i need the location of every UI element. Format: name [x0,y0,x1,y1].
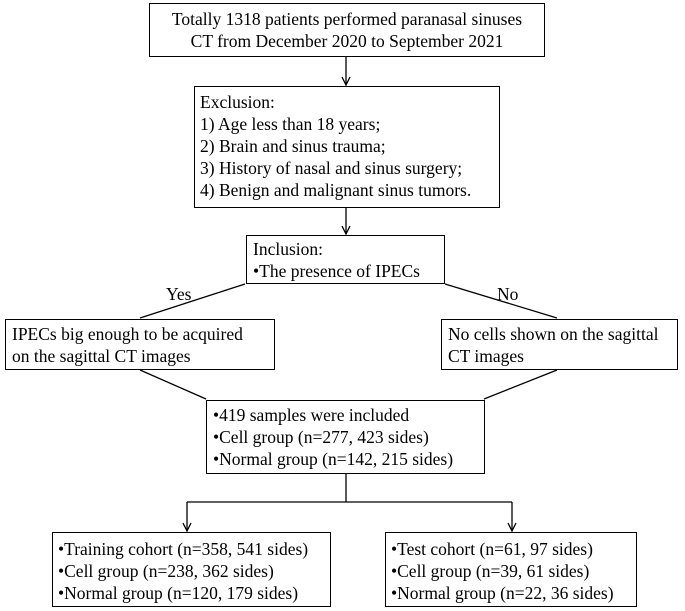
box-samples: •419 samples were included •Cell group (… [206,400,485,474]
yes-branch-line-2: on the sagittal CT images [12,346,191,366]
exclusion-item-3: 3) History of nasal and sinus surgery; [200,158,463,178]
box-inclusion: Inclusion: •The presence of IPECs [246,235,445,284]
training-line-2: •Cell group (n=238, 362 sides) [58,561,274,581]
samples-line-2: •Cell group (n=277, 423 sides) [213,427,429,447]
box-test-cohort: •Test cohort (n=61, 97 sides) •Cell grou… [385,532,637,607]
samples-line-3: •Normal group (n=142, 215 sides) [213,449,454,469]
line-no-to-samples [483,369,558,400]
exclusion-heading: Exclusion: [200,92,275,112]
inclusion-item-1: •The presence of IPECs [253,261,420,281]
no-branch-line-1: No cells shown on the sagittal [448,324,659,344]
yes-branch-line-1: IPECs big enough to be acquired [12,324,243,344]
inclusion-heading: Inclusion: [253,239,323,259]
label-no: No [497,284,519,304]
test-line-2: •Cell group (n=39, 61 sides) [391,561,590,581]
exclusion-item-1: 1) Age less than 18 years; [200,114,381,134]
line-inclusion-to-no [444,283,558,319]
line-yes-to-samples [139,369,207,400]
training-line-1: •Training cohort (n=358, 541 sides) [58,539,309,559]
line-inclusion-to-yes [139,283,246,319]
test-line-3: •Normal group (n=22, 36 sides) [391,583,614,603]
training-line-3: •Normal group (n=120, 179 sides) [58,583,299,603]
samples-line-1: •419 samples were included [213,405,410,425]
box-training-cohort: •Training cohort (n=358, 541 sides) •Cel… [52,532,331,607]
source-line-2: CT from December 2020 to September 2021 [190,31,504,51]
box-exclusion: Exclusion: 1) Age less than 18 years; 2)… [194,86,500,208]
exclusion-item-2: 2) Brain and sinus trauma; [200,136,386,156]
exclusion-item-4: 4) Benign and malignant sinus tumors. [200,180,472,200]
box-source: Totally 1318 patients performed paranasa… [149,3,545,57]
source-line-1: Totally 1318 patients performed paranasa… [171,9,523,29]
box-no-branch: No cells shown on the sagittal CT images [441,319,678,370]
box-yes-branch: IPECs big enough to be acquired on the s… [5,319,275,370]
label-yes: Yes [166,284,192,304]
test-line-1: •Test cohort (n=61, 97 sides) [391,539,593,559]
no-branch-line-2: CT images [448,346,524,366]
